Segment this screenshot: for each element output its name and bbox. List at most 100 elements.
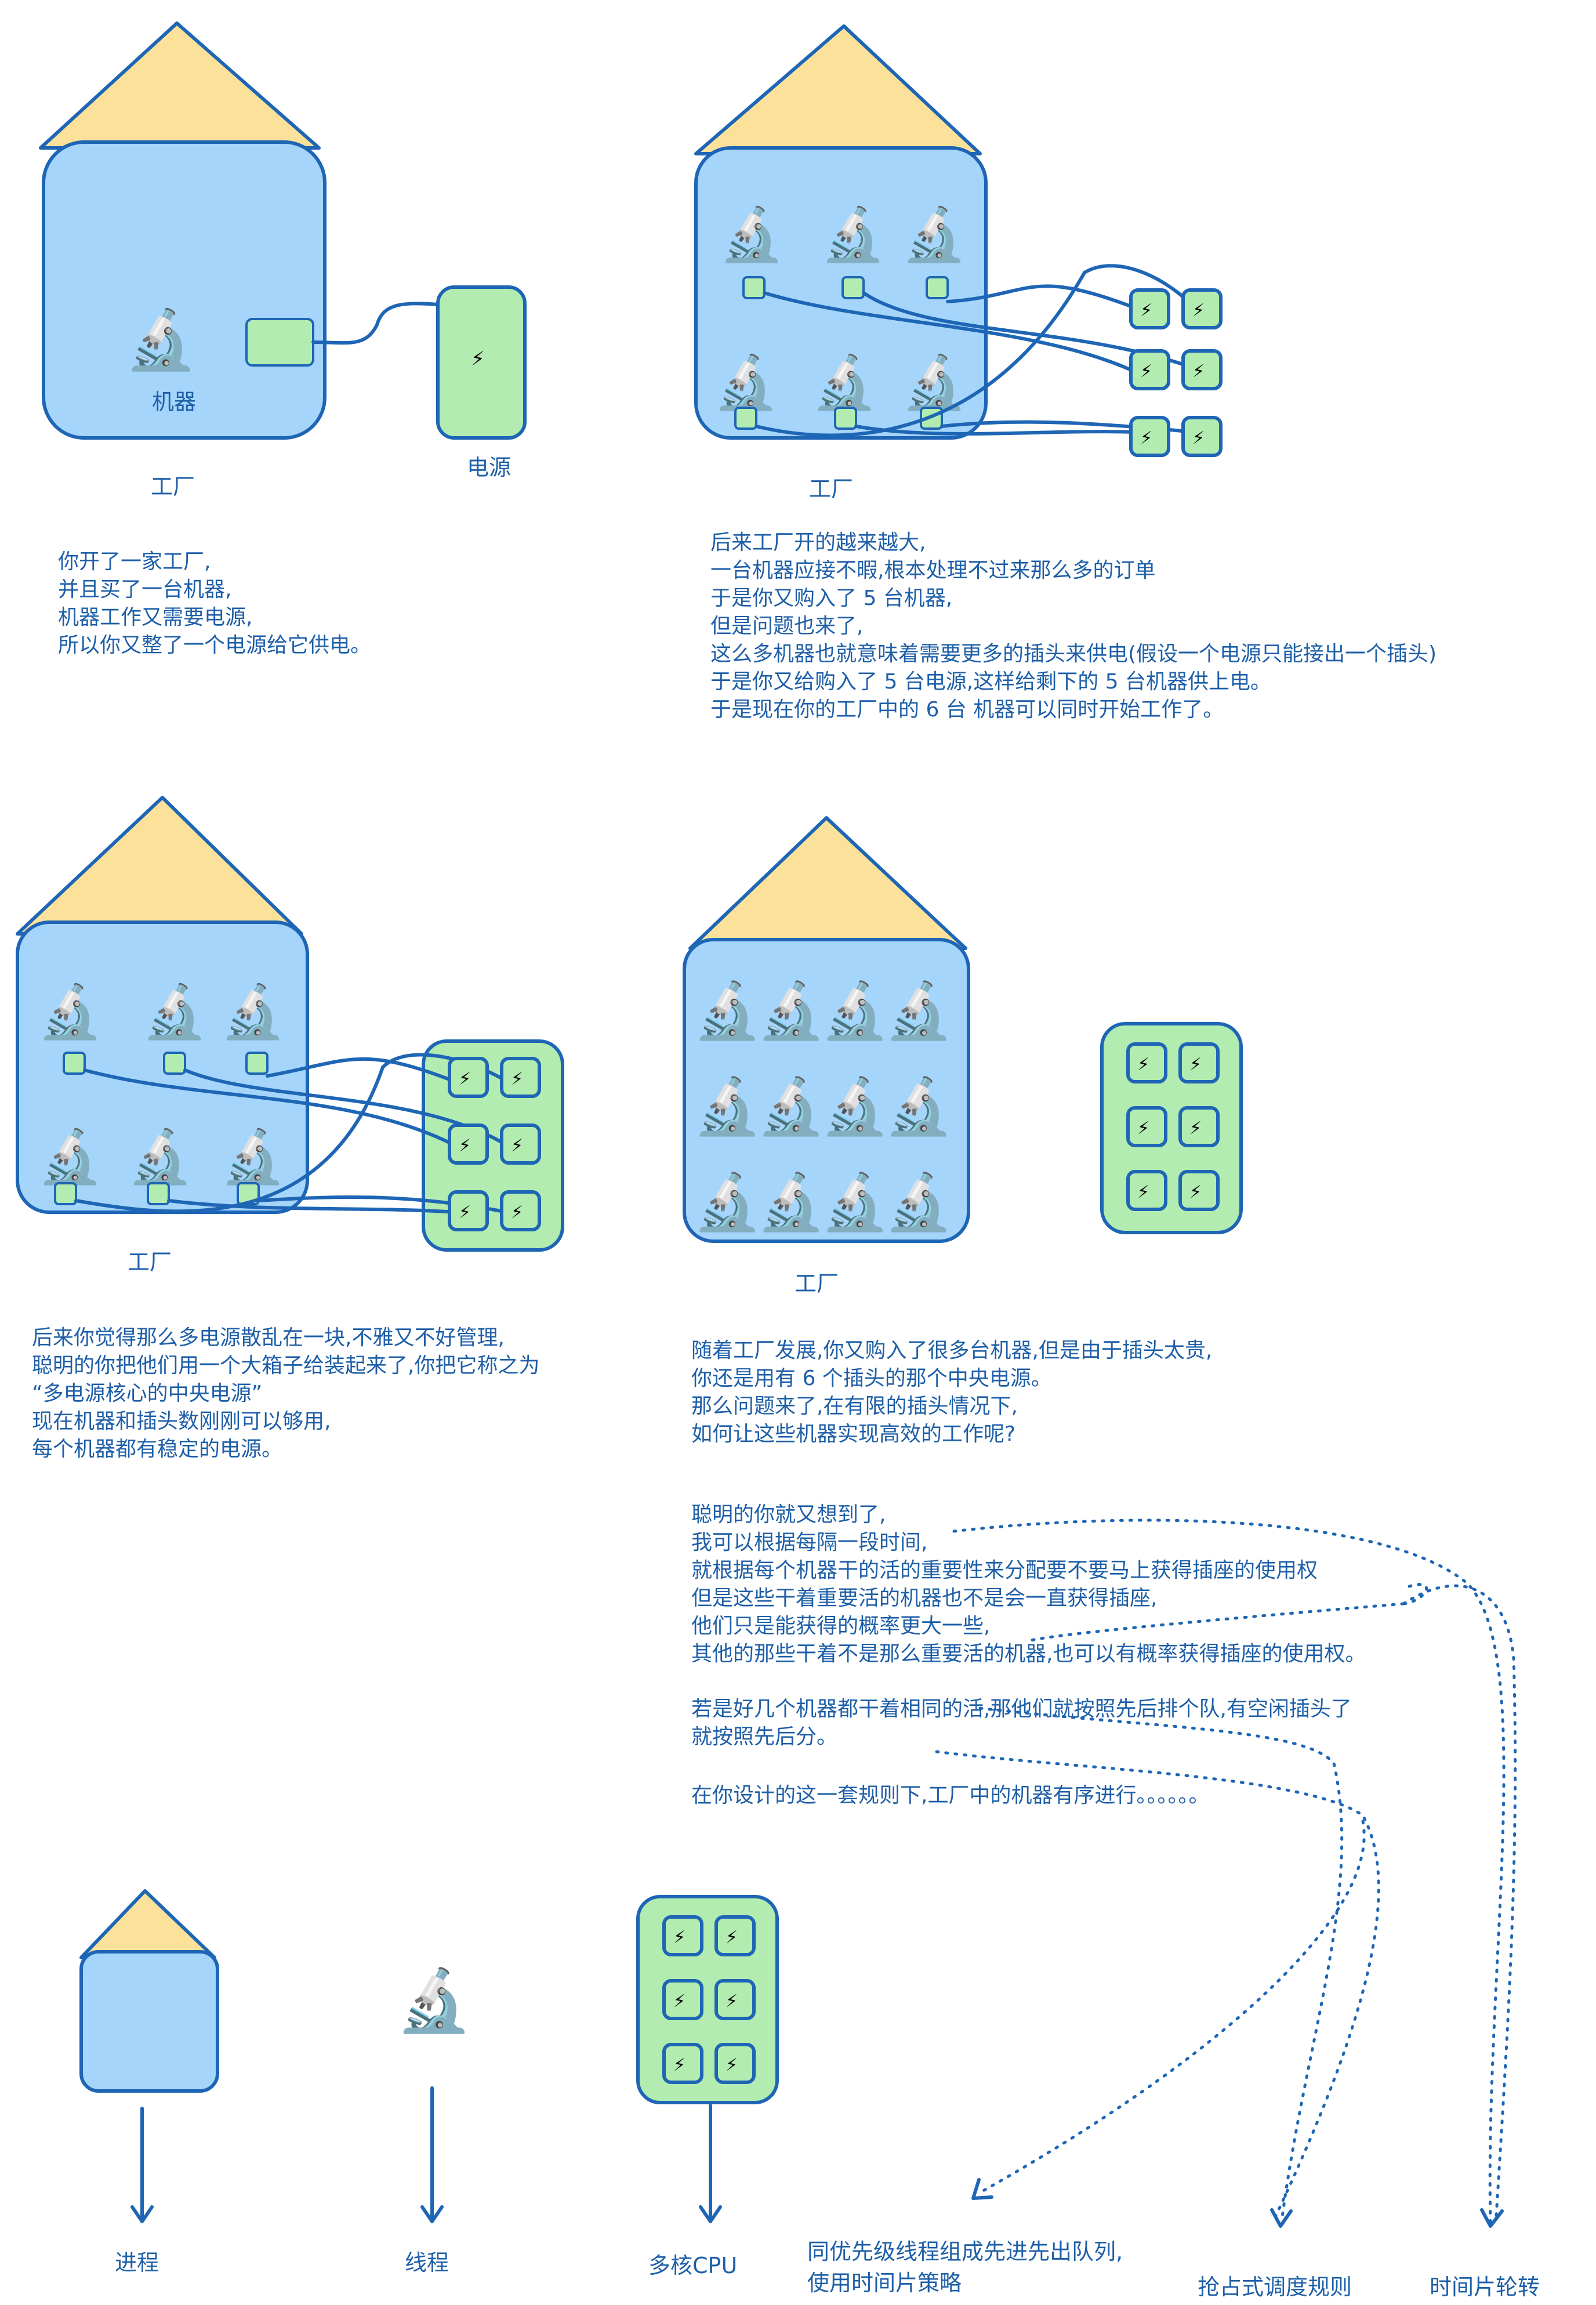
microscope-icon: 🔬 (902, 351, 967, 413)
plug (63, 1052, 86, 1075)
story-line: 那么问题来了,在有限的插头情况下, (691, 1394, 1018, 1418)
story-3: 后来你觉得那么多电源散乱在一块,不雅又不好管理, 聪明的你把他们用一个大箱子给装… (32, 1324, 539, 1463)
story-line: 一台机器应接不暇,根本处理不过来那么多的订单 (710, 559, 1156, 582)
factory-label: 工厂 (809, 476, 854, 502)
microscope-icon: 🔬 (902, 203, 967, 265)
microscope-icon: 🔬 (38, 1125, 103, 1187)
story-1: 你开了一家工厂, 并且买了一台机器, 机器工作又需要电源, 所以你又整了一个电源… (58, 548, 371, 659)
microscope-icon: 🔬 (821, 1169, 889, 1234)
multicore-cpu-box (636, 1895, 779, 2104)
plug (841, 276, 865, 299)
lightning-icon: ⚡ (1189, 1182, 1202, 1202)
power-supply (1129, 349, 1170, 390)
lightning-icon: ⚡ (1137, 1118, 1149, 1139)
central-power-box (1100, 1022, 1243, 1234)
factory-roof (16, 796, 303, 936)
lightning-icon: ⚡ (1140, 428, 1152, 448)
arrow-head-icon (1270, 2208, 1293, 2228)
preempt-label: 抢占式调度规则 (1198, 2274, 1352, 2300)
story-line: 并且买了一台机器, (58, 578, 232, 601)
story-line: 就根据每个机器干的活的重要性来分配要不要马上获得插座的使用权 (691, 1559, 1318, 1582)
socket (448, 1123, 489, 1165)
story-line: 但是问题也来了, (710, 614, 864, 638)
socket (714, 1979, 756, 2020)
fifo-label-line: 同优先级线程组成先进先出队列, (807, 2239, 1123, 2264)
lightning-icon: ⚡ (1192, 428, 1205, 448)
lightning-icon: ⚡ (1140, 361, 1152, 382)
socket (500, 1123, 541, 1165)
factory-1 (39, 21, 327, 440)
story-line: 于是你又购入了 5 台机器, (710, 586, 953, 610)
factory-body (694, 146, 988, 440)
microscope-icon: 🔬 (884, 1073, 953, 1139)
microscope-icon: 🔬 (812, 351, 877, 413)
factory-2 (694, 24, 988, 440)
factory-roof (39, 21, 321, 150)
story-line: 所以你又整了一个电源给它供电。 (58, 633, 372, 657)
lightning-icon: ⚡ (1189, 1054, 1202, 1075)
microscope-icon: 🔬 (125, 305, 197, 374)
plug (147, 1182, 170, 1205)
fifo-label: 同优先级线程组成先进先出队列, 使用时间片策略 (807, 2236, 1123, 2299)
thread-label: 线程 (405, 2250, 449, 2275)
socket (662, 2043, 703, 2084)
socket (1178, 1106, 1220, 1147)
story-line: 就按照先后分。 (691, 1725, 838, 1749)
microscope-icon: 🔬 (38, 980, 103, 1042)
story-line: “多电源核心的中央电源” (32, 1382, 263, 1405)
story-line: 但是这些干着重要活的机器也不是会一直获得插座, (691, 1586, 1158, 1610)
plug (834, 407, 857, 430)
process-label: 进程 (115, 2250, 159, 2275)
plug (163, 1052, 186, 1075)
microscope-icon: 🔬 (142, 980, 207, 1042)
microscope-icon: 🔬 (693, 1169, 761, 1234)
socket (1126, 1106, 1167, 1147)
story-line: 于是现在你的工厂中的 6 台 机器可以同时开始工作了。 (710, 698, 1224, 722)
story-line: 他们只是能获得的概率更大一些, (691, 1614, 991, 1638)
factory-roof (694, 24, 982, 155)
power-supply (1181, 288, 1223, 329)
lightning-icon: ⚡ (1192, 361, 1205, 382)
story-line: 若是好几个机器都干着相同的活,那他们就按照先后排个队,有空闲插头了 (691, 1697, 1352, 1721)
power-label: 电源 (467, 455, 512, 480)
timeslice-label: 时间片轮转 (1430, 2274, 1540, 2300)
plug (742, 276, 766, 299)
lightning-icon: ⚡ (726, 2055, 738, 2075)
lightning-icon: ⚡ (471, 347, 485, 371)
lightning-icon: ⚡ (459, 1069, 471, 1089)
lightning-icon: ⚡ (726, 1991, 738, 2012)
factory-label: 工厂 (795, 1271, 839, 1296)
story-line: 在你设计的这一套规则下,工厂中的机器有序进行。。。。。。 (691, 1784, 1210, 1807)
story-5: 聪明的你就又想到了, 我可以根据每隔一段时间, 就根据每个机器干的活的重要性来分… (691, 1501, 1366, 1668)
arrow-head-icon (971, 2178, 993, 2200)
microscope-icon: 🔬 (884, 977, 953, 1043)
lightning-icon: ⚡ (1140, 300, 1152, 321)
story-line: 聪明的你把他们用一个大箱子给装起来了,你把它称之为 (32, 1354, 540, 1378)
story-line: 这么多机器也就意味着需要更多的插头来供电(假设一个电源只能接出一个插头) (710, 642, 1437, 666)
plug (245, 318, 314, 367)
power-supply (1129, 416, 1170, 457)
microscope-icon: 🔬 (713, 351, 778, 413)
lightning-icon: ⚡ (459, 1202, 471, 1223)
socket (662, 1915, 703, 1956)
story-4: 随着工厂发展,你又购入了很多台机器,但是由于插头太贵, 你还是用有 6 个插头的… (691, 1337, 1212, 1448)
microscope-icon: 🔬 (821, 203, 886, 265)
power-supply (1181, 349, 1223, 390)
socket (448, 1057, 489, 1098)
story-7: 在你设计的这一套规则下,工厂中的机器有序进行。。。。。。 (691, 1782, 1209, 1810)
power-supply (1181, 416, 1223, 457)
machine-label: 机器 (152, 389, 197, 415)
socket (1178, 1042, 1220, 1083)
arrow-down-icon (420, 2086, 444, 2223)
lightning-icon: ⚡ (1192, 300, 1205, 321)
microscope-icon: 🔬 (719, 203, 784, 265)
factory-label: 工厂 (151, 474, 195, 499)
microscope-icon: 🔬 (884, 1169, 953, 1234)
factory-label: 工厂 (128, 1249, 172, 1275)
factory-body (683, 938, 970, 1243)
power-cable (311, 302, 440, 345)
microscope-icon: 🔬 (757, 1073, 825, 1139)
factory-roof (688, 816, 967, 950)
story-line: 随着工厂发展,你又购入了很多台机器,但是由于插头太贵, (691, 1339, 1213, 1362)
lightning-icon: ⚡ (726, 1927, 738, 1948)
